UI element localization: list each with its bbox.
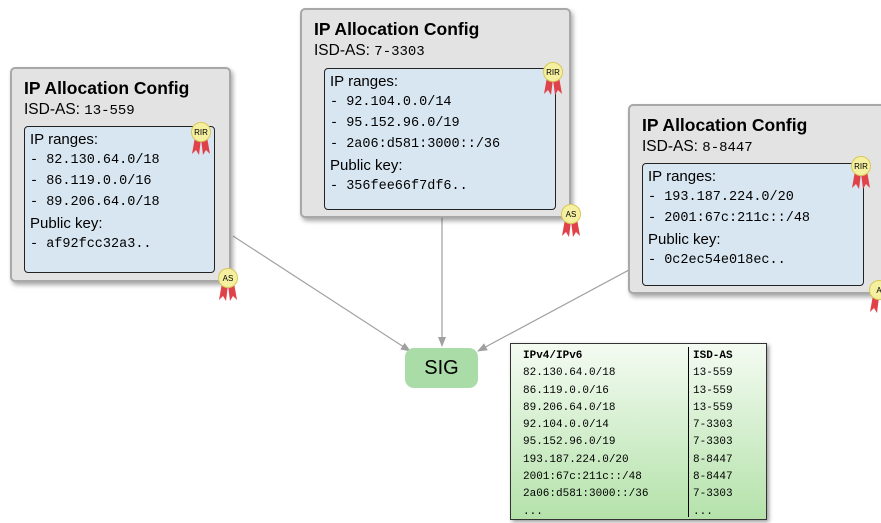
table-cell-isd-as: 8-8447	[693, 453, 733, 466]
as-certificate-badge-icon: AS	[218, 268, 238, 301]
table-cell-isd-as: 8-8447	[693, 471, 733, 484]
ip-range-item: - 2001:67c:211c::/48	[648, 211, 811, 226]
isd-as-value: 8-8447	[702, 140, 753, 156]
rir-badge-label: RIR	[854, 162, 868, 171]
table-cell-prefix: 89.206.64.0/18	[523, 401, 616, 414]
ip-ranges-label: IP ranges:	[330, 73, 399, 90]
table-cell-isd-as: 7-3303	[693, 419, 733, 432]
config-details-box: IP ranges: - 82.130.64.0/18 - 86.119.0.0…	[24, 126, 215, 273]
isd-as-label: ISD-AS:	[24, 101, 85, 118]
ip-ranges-label: IP ranges:	[30, 131, 99, 148]
public-key-value: - 356fee66f7df6..	[330, 179, 468, 194]
config-details-box: IP ranges: - 92.104.0.0/14 - 95.152.96.0…	[324, 68, 556, 210]
table-cell-prefix: 82.130.64.0/18	[523, 367, 616, 380]
ip-range-item: - 95.152.96.0/19	[330, 116, 460, 131]
table-cell-isd-as: 7-3303	[693, 488, 733, 501]
ip-range-item: - 86.119.0.0/16	[30, 174, 152, 189]
ip-allocation-card-8-8447: IP Allocation Config ISD-AS: 8-8447 IP r…	[628, 104, 881, 294]
ip-ranges-label: IP ranges:	[648, 168, 717, 185]
rir-badge-label: RIR	[546, 68, 560, 77]
rir-certificate-badge-icon: RIR	[851, 156, 871, 189]
public-key-label: Public key:	[648, 231, 721, 248]
card-title: IP Allocation Config	[642, 115, 808, 135]
table-cell-prefix: 86.119.0.0/16	[523, 384, 609, 397]
isd-as-column: ISD-AS 13-559 13-559 13-559 7-3303 7-330…	[693, 348, 733, 521]
edge-card3-to-sig	[477, 263, 641, 352]
card-title: IP Allocation Config	[24, 78, 190, 98]
ip-range-item: - 193.187.224.0/20	[648, 190, 794, 205]
ip-allocation-card-13-559: IP Allocation Config ISD-AS: 13-559 IP r…	[10, 67, 231, 282]
ip-allocation-card-7-3303: IP Allocation Config ISD-AS: 7-3303 IP r…	[300, 8, 571, 218]
isd-as-label: ISD-AS:	[314, 42, 375, 59]
rir-certificate-badge-icon: RIR	[191, 122, 211, 155]
public-key-label: Public key:	[330, 157, 403, 174]
config-details-box: IP ranges: - 193.187.224.0/20 - 2001:67c…	[642, 163, 864, 286]
ip-to-isd-as-mapping-table: IPv4/IPv6 82.130.64.0/18 86.119.0.0/16 8…	[510, 343, 767, 520]
table-cell-prefix: ...	[523, 505, 543, 518]
card-isd-as: ISD-AS: 8-8447	[642, 138, 753, 156]
table-cell-prefix: 95.152.96.0/19	[523, 436, 616, 449]
ip-range-item: - 2a06:d581:3000::/36	[330, 137, 501, 152]
table-cell-prefix: 193.187.224.0/20	[523, 453, 629, 466]
as-badge-label-partial: A	[876, 286, 881, 295]
public-key-value: - af92fcc32a3..	[30, 237, 152, 252]
public-key-value: - 0c2ec54e018ec..	[648, 253, 786, 268]
card-isd-as: ISD-AS: 13-559	[24, 101, 135, 119]
rir-badge-label: RIR	[194, 128, 208, 137]
sig-node: SIG	[405, 348, 478, 388]
ip-range-item: - 89.206.64.0/18	[30, 195, 160, 210]
table-cell-isd-as: 13-559	[693, 367, 733, 380]
edge-card1-to-sig	[232, 235, 411, 352]
column-header-isd-as: ISD-AS	[693, 350, 733, 362]
as-badge-label: AS	[566, 210, 577, 219]
as-badge-label: AS	[223, 274, 234, 283]
ip-prefix-column: IPv4/IPv6 82.130.64.0/18 86.119.0.0/16 8…	[523, 348, 648, 521]
as-certificate-badge-icon: AS	[561, 204, 581, 237]
ip-range-item: - 92.104.0.0/14	[330, 95, 452, 110]
public-key-label: Public key:	[30, 215, 103, 232]
isd-as-value: 7-3303	[374, 44, 425, 60]
table-cell-isd-as: 13-559	[693, 401, 733, 414]
rir-certificate-badge-icon: RIR	[543, 62, 563, 95]
ip-range-item: - 82.130.64.0/18	[30, 153, 160, 168]
column-divider	[688, 347, 689, 517]
table-cell-prefix: 2a06:d581:3000::/36	[523, 488, 649, 501]
table-cell-prefix: 2001:67c:211c::/48	[523, 471, 642, 484]
table-cell-prefix: 92.104.0.0/14	[523, 419, 609, 432]
card-title: IP Allocation Config	[314, 19, 480, 39]
column-header-ip: IPv4/IPv6	[523, 350, 583, 362]
table-cell-isd-as: 7-3303	[693, 436, 733, 449]
table-cell-isd-as: 13-559	[693, 384, 733, 397]
isd-as-value: 13-559	[84, 103, 135, 119]
table-cell-isd-as: ...	[693, 505, 713, 518]
card-isd-as: ISD-AS: 7-3303	[314, 42, 425, 60]
isd-as-label: ISD-AS:	[642, 138, 703, 155]
as-certificate-badge-icon: A	[869, 280, 881, 313]
